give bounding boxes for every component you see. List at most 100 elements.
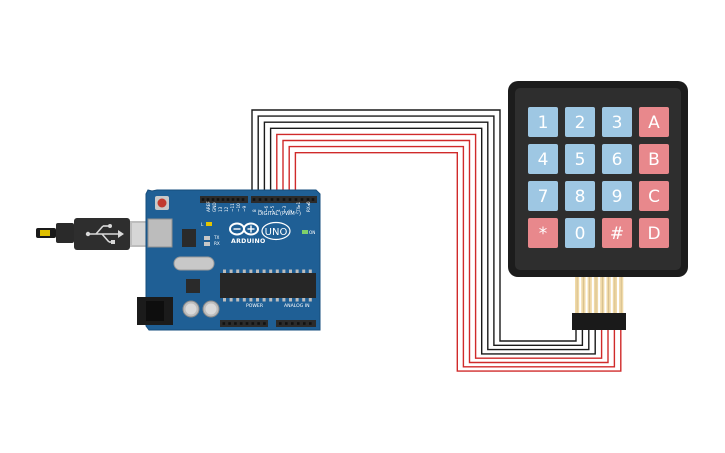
keypad-key-face [639, 107, 669, 137]
header-pin-socket [285, 322, 288, 325]
row-wire[interactable] [282, 139, 609, 364]
digital-pin-label: AREF [206, 201, 211, 212]
keypad-key-label: 8 [575, 187, 586, 207]
chip-pin [236, 269, 240, 273]
header-pin-socket [288, 198, 292, 201]
digital-pin-label: RX◂0 [306, 201, 311, 212]
keypad-key-face [528, 144, 558, 174]
header-pin-socket [201, 198, 205, 201]
digital-pin-label: 8 [252, 209, 257, 212]
chip-pin [262, 298, 266, 302]
row-wire[interactable] [294, 152, 622, 372]
keypad-key[interactable]: 1 [528, 107, 558, 137]
keypad-key-face [528, 107, 558, 137]
chip-pin [295, 298, 299, 302]
keypad-key[interactable]: 7 [528, 181, 558, 211]
header-pin-socket [251, 322, 255, 325]
usb-cable-neck [56, 223, 74, 243]
keypad-key[interactable]: 8 [565, 181, 595, 211]
digital-pin-label: GND [212, 202, 217, 212]
digital-pin-label: 7 [258, 209, 263, 212]
bottom-header-pins [222, 322, 312, 325]
keypad-key-label: C [648, 187, 660, 207]
voltage-regulator [182, 229, 196, 247]
keypad-key[interactable]: 9 [602, 181, 632, 211]
keypad-key-label: 1 [538, 113, 549, 133]
keypad-key[interactable]: 3 [602, 107, 632, 137]
digital-pin-label: ~5 [270, 205, 275, 212]
keypad-key-face [602, 181, 632, 211]
keypad-key-face [565, 144, 595, 174]
header-pin-socket [252, 198, 256, 201]
keypad-key[interactable]: D [639, 218, 669, 248]
chip-pin [256, 298, 259, 302]
header-pin-socket [221, 198, 225, 201]
keypad-key-face [528, 181, 558, 211]
arduino-logo-icon [229, 222, 259, 236]
column-wire[interactable] [263, 121, 590, 351]
uno-badge [261, 221, 291, 241]
digital-pin-label: ~3 [282, 205, 287, 212]
header-pin-socket [264, 198, 268, 201]
keypad-key[interactable]: 4 [528, 144, 558, 174]
keypad-key-label: A [648, 113, 660, 133]
chip-pin [308, 269, 312, 273]
chip-pin [308, 298, 312, 302]
l-led-label: L [201, 222, 204, 227]
digital-pin-label: 2 [288, 209, 293, 212]
keypad-key[interactable]: # [602, 218, 632, 248]
keypad-key-label: # [610, 224, 624, 244]
rx-label: RX [214, 241, 220, 246]
keypad-key[interactable]: 2 [565, 107, 595, 137]
keypad-key-label: 4 [538, 150, 549, 170]
header-pin-socket [291, 322, 294, 325]
chip-pin [249, 298, 253, 302]
keypad-key[interactable]: C [639, 181, 669, 211]
keypad-key-face [528, 218, 558, 248]
column-wire[interactable] [269, 127, 596, 355]
keypad-key-label: 6 [612, 150, 623, 170]
header-pin-socket [306, 198, 310, 201]
header-pin-socket [279, 322, 282, 325]
reset-button[interactable] [157, 198, 167, 208]
column-wire[interactable] [257, 115, 584, 346]
keypad-key[interactable]: 6 [602, 144, 632, 174]
usb-chip [186, 279, 200, 293]
header-pin-socket [241, 198, 245, 201]
header-pin-socket [236, 198, 240, 201]
row-wire[interactable] [288, 145, 616, 368]
wire-group [251, 109, 622, 372]
header-pin-socket [297, 322, 300, 325]
keypad-key-face [565, 218, 595, 248]
power-label: POWER [246, 303, 264, 309]
keypad-key[interactable]: B [639, 144, 669, 174]
analog-label: ANALOG IN [284, 303, 310, 309]
keypad-key[interactable]: * [528, 218, 558, 248]
keypad-connector [572, 313, 626, 330]
header-pin-socket [300, 198, 304, 201]
usb-arrow-icon [118, 230, 124, 238]
analog-header [276, 320, 316, 327]
digital-pin-label: ~9 [242, 205, 247, 212]
chip-pin [295, 269, 299, 273]
header-pin-socket [270, 198, 274, 201]
header-pin-socket [309, 322, 312, 325]
keypad-key-label: * [539, 224, 548, 244]
chip-pin [282, 298, 286, 302]
column-wire[interactable] [251, 109, 577, 342]
digital-pin-label: ~11 [230, 203, 235, 212]
header-pin-socket [231, 198, 235, 201]
header-pin-socket [258, 198, 262, 201]
row-wire[interactable] [276, 133, 603, 359]
chip-pin [223, 269, 226, 273]
keypad-key[interactable]: 0 [565, 218, 595, 248]
usb-cable [36, 218, 160, 250]
header-pin-socket [303, 322, 306, 325]
keypad-key[interactable]: A [639, 107, 669, 137]
digital-label: DIGITAL (PWM~) [258, 211, 301, 217]
keypad-key[interactable]: 5 [565, 144, 595, 174]
